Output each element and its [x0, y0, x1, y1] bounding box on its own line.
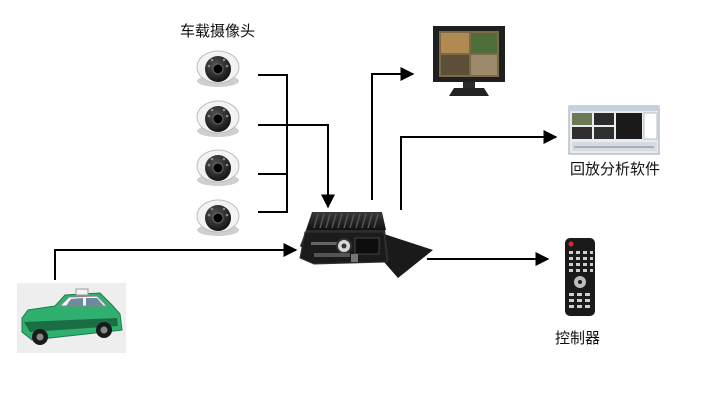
camera-2 — [196, 100, 240, 137]
taxi-to-dvr-arrow — [54, 243, 298, 280]
camera-connector-lines — [258, 74, 328, 213]
camera-1 — [196, 50, 240, 87]
monitor-icon — [433, 26, 505, 96]
camera-4 — [196, 199, 240, 236]
software-screenshot-icon — [568, 105, 660, 155]
mobile-dvr-icon — [299, 212, 433, 278]
camera-3 — [196, 149, 240, 186]
cameras-label: 车载摄像头 — [180, 22, 256, 40]
taxi-icon — [17, 283, 126, 353]
remote-control-icon — [565, 238, 595, 316]
playback-software-label: 回放分析软件 — [570, 160, 661, 178]
dvr-to-monitor-arrow — [371, 67, 415, 200]
controller-label: 控制器 — [555, 329, 601, 347]
dvr-to-software-arrow — [400, 130, 558, 210]
